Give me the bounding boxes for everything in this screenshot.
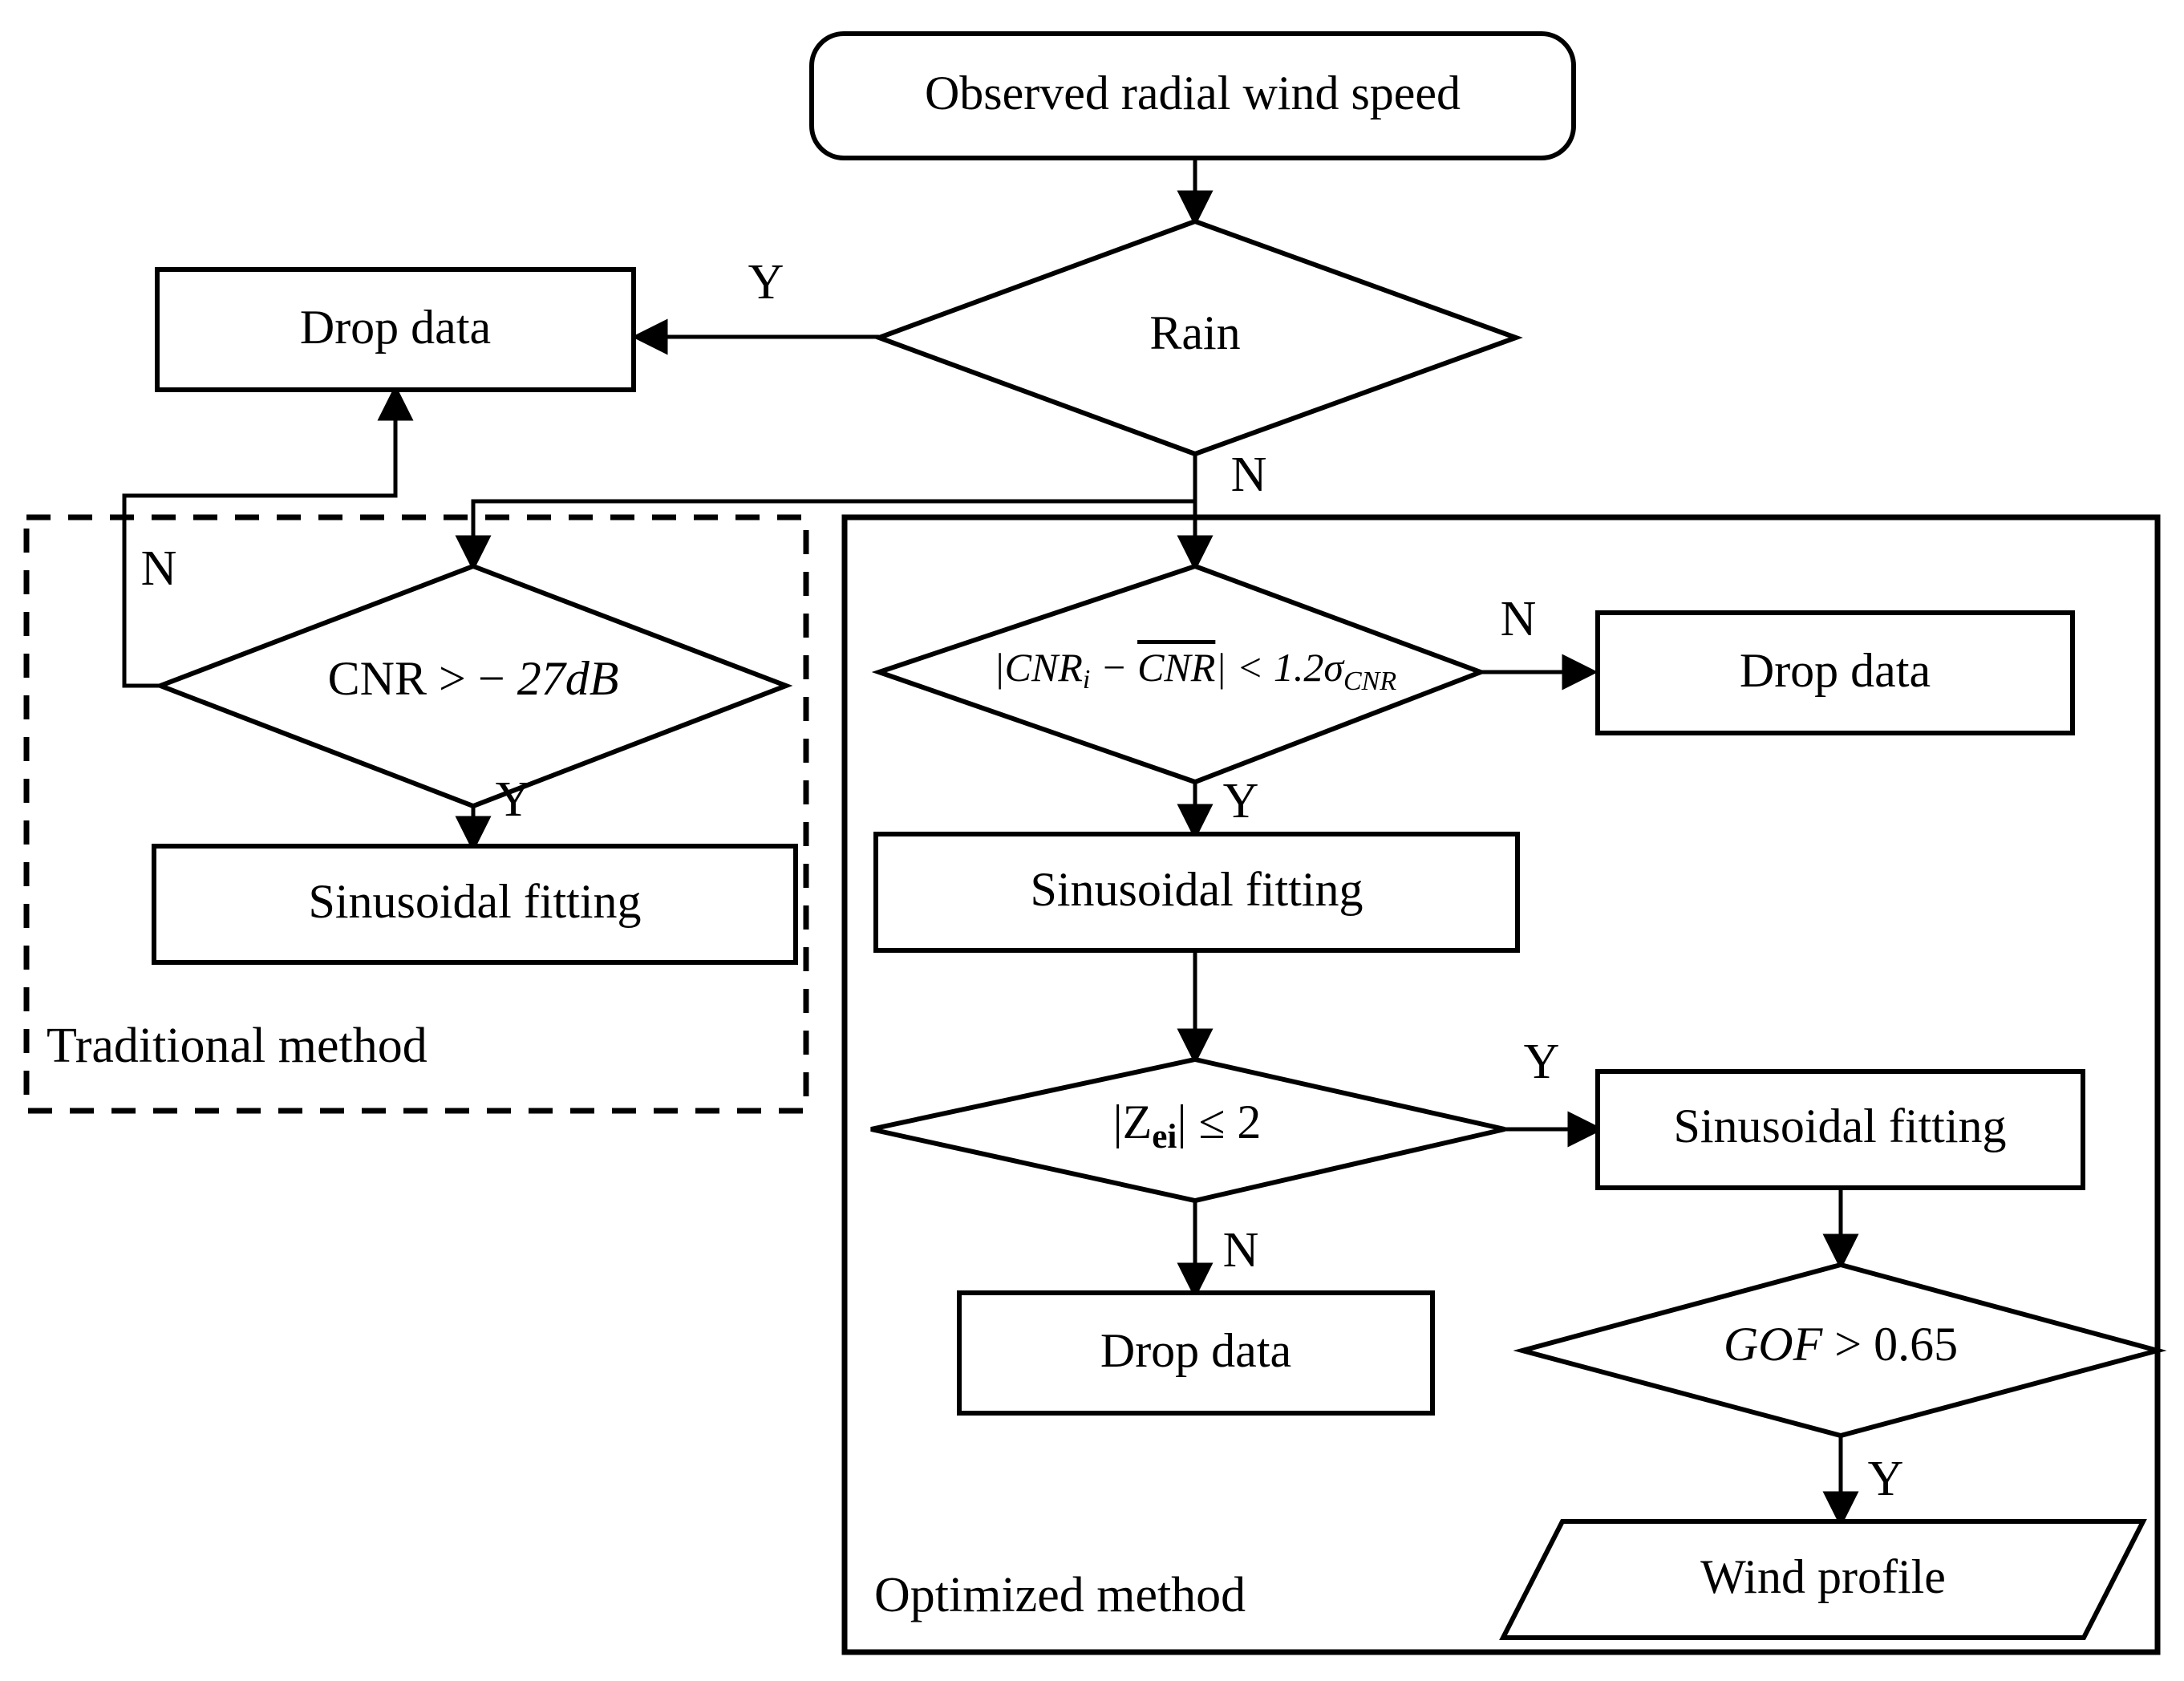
z-score-abs-close: | [1177,1096,1186,1148]
node-sinusoidal-fitting-refit[interactable]: Sinusoidal fitting [1595,1069,2085,1190]
rain-label: Rain [1149,306,1240,359]
drop-data-z-shape [957,1290,1435,1416]
cnr-deviation-i: i [1083,665,1090,695]
edge-cnr-threshold-no-to-drop-data [122,384,414,688]
node-gof[interactable]: GOF > 0.65 [1513,1262,2167,1439]
node-cnr-deviation[interactable]: |CNRi − CNR| < 1.2σCNR [871,563,1488,785]
drop-data-rain-shape [155,267,636,392]
z-score-ei: ei [1152,1118,1177,1156]
cnr-deviation-sigma: σ [1323,645,1345,690]
cnr-threshold-op: > − [427,652,517,705]
z-score-label: |Zei| ≤ 2 [1113,1096,1262,1156]
sinusoidal-fitting-refit-shape [1595,1069,2085,1190]
node-wind-profile[interactable]: Wind profile [1499,1519,2147,1640]
cnr-deviation-coef: 1.2 [1274,645,1324,690]
cnr-threshold-shape [153,563,793,809]
cnr-threshold-prefix: CNR [328,652,427,705]
branch-label-z-score-yes: Y [1524,1035,1560,1089]
wind-profile-label: Wind profile [1700,1550,1946,1603]
branch-label-cnr-threshold-no: N [141,541,177,596]
sinusoidal-fitting-refit-label: Sinusoidal fitting [1673,1100,2006,1152]
gof-comparison: > 0.65 [1822,1318,1958,1371]
group-label-traditional: Traditional method [47,1019,427,1073]
z-score-le: ≤ 2 [1186,1096,1261,1148]
node-drop-data-rain[interactable]: Drop data [155,267,636,392]
node-drop-data-z[interactable]: Drop data [957,1290,1435,1416]
node-sinusoidal-fitting-traditional[interactable]: Sinusoidal fitting [152,844,798,965]
cnr-deviation-cnr-bar: CNR [1137,645,1215,690]
branch-label-rain-yes: Y [748,255,784,310]
edge-rain-no-to-cnr-threshold [455,499,1195,572]
gof-label: GOF > 0.65 [1724,1318,1958,1371]
cnr-deviation-abs-close: | [1215,645,1226,690]
cnr-deviation-label: |CNRi − CNR| < 1.2σCNR [994,645,1396,695]
cnr-threshold-label: CNR > − 27dB [328,652,619,705]
sinusoidal-fitting-traditional-shape [152,844,798,965]
node-cnr-threshold[interactable]: CNR > − 27dB [153,563,793,809]
branch-label-cnr-threshold-yes: Y [496,772,532,827]
cnr-deviation-abs-open: | [994,645,1005,690]
drop-data-cnr-shape [1595,610,2075,735]
group-traditional-method [23,514,809,1114]
cnr-deviation-lt: < [1226,645,1274,690]
rain-shape [872,218,1523,457]
branch-label-cnr-deviation-yes: Y [1223,774,1259,828]
z-score-shape [870,1056,1505,1204]
gof-symbol: GOF [1724,1318,1824,1371]
drop-data-rain-label: Drop data [300,301,491,354]
start-label: Observed radial wind speed [925,67,1461,119]
node-sinusoidal-fitting-optimized[interactable]: Sinusoidal fitting [873,832,1520,953]
drop-data-cnr-label: Drop data [1740,644,1931,697]
node-drop-data-cnr[interactable]: Drop data [1595,610,2075,735]
node-rain[interactable]: Rain [872,218,1523,457]
sinusoidal-fitting-traditional-label: Sinusoidal fitting [308,875,641,928]
z-score-z: Z [1123,1096,1153,1148]
sinusoidal-fitting-optimized-shape [873,832,1520,953]
cnr-deviation-cnr-i: CNR [1005,645,1083,690]
branch-label-rain-no: N [1231,448,1267,502]
cnr-deviation-minus: − [1090,645,1137,690]
sinusoidal-fitting-optimized-label: Sinusoidal fitting [1030,863,1363,916]
branch-label-gof-yes: Y [1868,1452,1904,1506]
group-optimized-method [841,514,2161,1655]
cnr-deviation-shape [871,563,1488,785]
node-z-score[interactable]: |Zei| ≤ 2 [870,1056,1505,1204]
cnr-deviation-sigma-sub: CNR [1343,666,1396,696]
start-shape [809,31,1576,160]
branch-label-cnr-deviation-no: N [1501,592,1537,646]
drop-data-z-label: Drop data [1100,1324,1291,1377]
group-label-optimized: Optimized method [874,1568,1246,1622]
wind-profile-shape [1499,1519,2147,1640]
z-score-abs-open: | [1113,1096,1123,1148]
gof-shape [1513,1262,2167,1439]
node-start[interactable]: Observed radial wind speed [809,31,1576,160]
cnr-threshold-value: 27dB [517,652,619,705]
branch-label-z-score-no: N [1223,1223,1259,1278]
